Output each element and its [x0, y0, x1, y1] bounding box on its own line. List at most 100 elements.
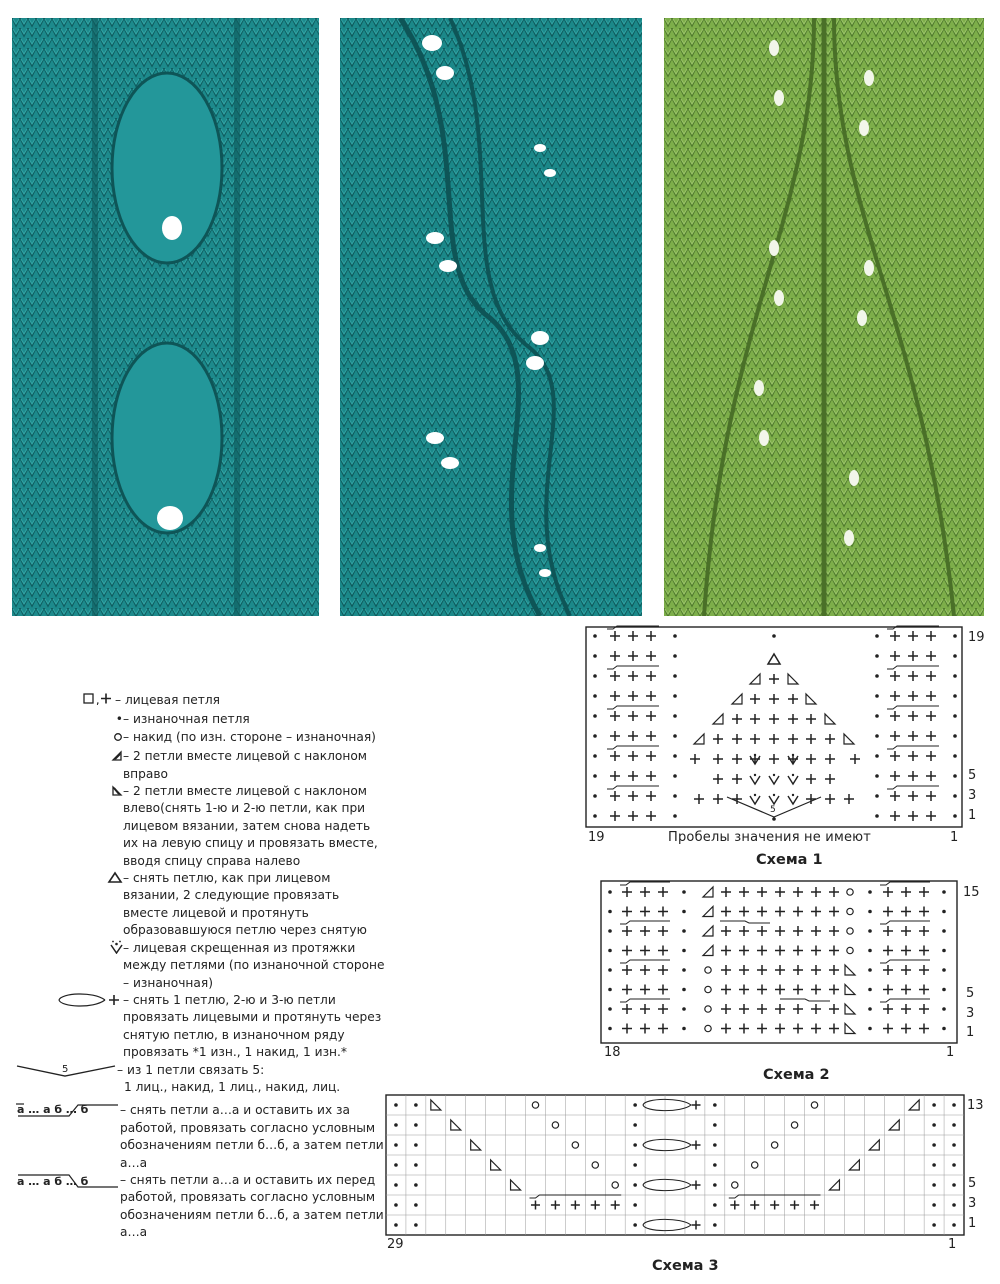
scheme-2-title: Схема 2 — [763, 1067, 830, 1083]
yarn-over-mark — [790, 1121, 799, 1129]
cable-line — [880, 881, 930, 886]
knit-plus-mark — [883, 887, 893, 897]
purl-dot-mark — [673, 774, 677, 778]
scheme-1-note: Пробелы значения не имеют — [668, 830, 872, 845]
purl-dot-mark — [673, 714, 677, 718]
yarn-over-mark — [750, 1161, 759, 1169]
purl-dot-mark — [875, 714, 879, 718]
knit-plus-mark — [829, 965, 839, 975]
knit-plus-mark — [908, 811, 918, 821]
knit-plus-mark — [811, 945, 821, 956]
purl-dot-mark — [682, 1026, 686, 1031]
knit-plus-mark — [926, 811, 936, 821]
knit-plus-mark — [622, 965, 632, 975]
knit-plus-mark — [775, 926, 785, 936]
purl-dot-mark — [673, 634, 677, 638]
knit-plus-mark — [628, 771, 638, 781]
knit-plus-mark — [530, 1200, 540, 1210]
purl-dot-mark — [953, 814, 957, 818]
legend-text-knit: – лицевая петля — [115, 693, 221, 707]
knit-plus-mark — [628, 711, 638, 721]
knit-plus-mark — [793, 945, 803, 956]
purl-dot-mark — [682, 929, 686, 933]
cable-line — [780, 998, 830, 1002]
knit-plus-mark — [640, 1023, 650, 1034]
knit-plus-mark — [757, 984, 767, 995]
scheme-3-grid — [385, 1094, 965, 1236]
twisted-increase-mark — [749, 795, 761, 806]
knit-plus-mark — [739, 887, 749, 897]
knit-plus-mark — [890, 771, 900, 781]
k2tog-right-symbol — [109, 748, 123, 767]
twisted-increase-dot — [791, 773, 795, 777]
purl-dot-mark — [713, 1163, 717, 1167]
knit-plus-mark — [610, 791, 620, 801]
knit-plus-mark — [610, 651, 620, 661]
knit-plus-mark — [691, 1180, 701, 1190]
twisted-increase-mark — [787, 775, 799, 786]
yarn-over-mark — [704, 1024, 712, 1033]
knit-plus-mark — [775, 1004, 785, 1014]
knit-sample-photo-3 — [664, 18, 984, 616]
cable-line — [620, 959, 670, 964]
knit-plus-mark — [919, 965, 929, 975]
legend-text-cable-back: – снять петли а…а и оставить их за работ… — [120, 1103, 384, 1170]
knit-plus-mark — [732, 794, 742, 804]
scheme-3-row-1: 1 — [968, 1216, 977, 1231]
knit-plus-mark — [658, 945, 668, 956]
yarn-over-mark — [591, 1161, 600, 1169]
yarn-over-mark — [846, 927, 854, 935]
knit-plus-mark — [926, 651, 936, 661]
k2tog-left-mark — [509, 1178, 523, 1191]
knit-plus-mark — [788, 734, 798, 744]
knit-plus-mark — [646, 771, 656, 781]
k2tog-right-mark — [701, 885, 714, 898]
knit-plus-mark — [640, 926, 650, 936]
purl-dot-mark — [394, 1183, 398, 1187]
purl-dot-mark — [875, 654, 879, 658]
knit-plus-mark — [829, 887, 839, 897]
knit-plus-mark — [793, 887, 803, 897]
scheme-3-chart — [385, 1094, 965, 1236]
scheme-3-row-13: 13 — [967, 1098, 984, 1113]
knit-plus-mark — [890, 711, 900, 721]
scheme-2-chart — [600, 880, 958, 1044]
purl-dot-mark — [942, 948, 946, 953]
knit-plus-mark — [757, 887, 767, 897]
yarn-over-mark — [704, 966, 712, 974]
k2tog-left-mark — [490, 1158, 503, 1171]
slip-pass-loop-mark — [642, 1218, 692, 1232]
purl-dot-mark — [875, 694, 879, 698]
purl-dot-mark — [608, 968, 612, 972]
yarn-over-mark — [611, 1181, 620, 1189]
knit-plus-mark — [713, 754, 723, 764]
scheme-2-left-number: 18 — [604, 1045, 621, 1060]
purl-dot-mark — [673, 754, 677, 758]
k2tog-left-mark — [844, 983, 857, 996]
knit-plus-mark — [646, 731, 656, 741]
purl-dot-mark — [593, 734, 597, 738]
purl-dot-mark — [952, 1143, 956, 1147]
twisted-increase-dot — [753, 753, 757, 757]
purl-dot-mark — [414, 1183, 418, 1187]
knit-plus-mark — [850, 754, 860, 764]
knit-plus-mark — [622, 1004, 632, 1014]
knit-plus-mark — [750, 714, 760, 724]
knit-plus-mark — [793, 984, 803, 995]
knit-plus-mark — [646, 651, 656, 661]
purl-dot-mark — [932, 1143, 936, 1147]
knit-plus-mark — [658, 984, 668, 995]
purl-dot-mark — [942, 890, 946, 894]
cable-line — [607, 625, 659, 630]
purl-dot-mark — [593, 754, 597, 758]
knit-plus-mark — [739, 906, 749, 917]
knit-plus-mark — [926, 751, 936, 761]
knit-plus-mark — [721, 1004, 731, 1014]
purl-dot-mark — [593, 714, 597, 718]
purl-dot-mark — [875, 754, 879, 758]
knit-plus-mark — [919, 984, 929, 995]
purl-dot-mark — [942, 909, 946, 914]
yarn-over-mark — [810, 1101, 819, 1109]
k2tog-right-mark — [692, 732, 705, 745]
purl-dot-mark — [875, 814, 879, 818]
